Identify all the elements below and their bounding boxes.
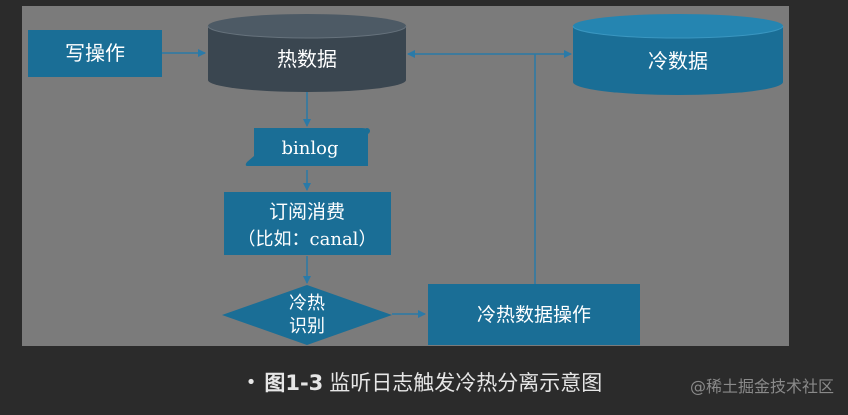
caption-figure-number: 图1-3 [264, 371, 324, 395]
subscribe-consume-node: 订阅消费 （比如：canal） [224, 192, 391, 255]
subscribe-consume-label-line2: （比如：canal） [238, 229, 377, 250]
caption-bullet: • [245, 371, 257, 393]
hot-cold-identify-decision: 冷热 识别 [222, 285, 392, 345]
hot-cold-data-operation-node: 冷热数据操作 [428, 284, 640, 345]
figure-caption: • 图1-3 监听日志触发冷热分离示意图 [0, 364, 848, 400]
diagram: 写操作 热数据 冷数据 binlog 订阅消费 （比如：canal） [22, 6, 789, 346]
hot-cold-operation-label: 冷热数据操作 [477, 304, 591, 326]
watermark: @稀土掘金技术社区 [689, 377, 834, 396]
binlog-label: binlog [282, 138, 339, 159]
binlog-node: binlog [245, 128, 370, 166]
write-operation-label: 写操作 [65, 41, 125, 65]
write-operation-node: 写操作 [28, 30, 162, 77]
identify-label-line1: 冷热 [289, 293, 325, 314]
caption-text: 监听日志触发冷热分离示意图 [329, 371, 603, 395]
hot-data-label: 热数据 [277, 47, 337, 71]
identify-label-line2: 识别 [289, 316, 325, 337]
cold-data-label: 冷数据 [648, 49, 708, 73]
connectors [162, 49, 572, 318]
cold-data-cylinder: 冷数据 [572, 14, 784, 95]
hot-data-cylinder: 热数据 [207, 14, 407, 92]
subscribe-consume-label-line1: 订阅消费 [269, 201, 345, 223]
